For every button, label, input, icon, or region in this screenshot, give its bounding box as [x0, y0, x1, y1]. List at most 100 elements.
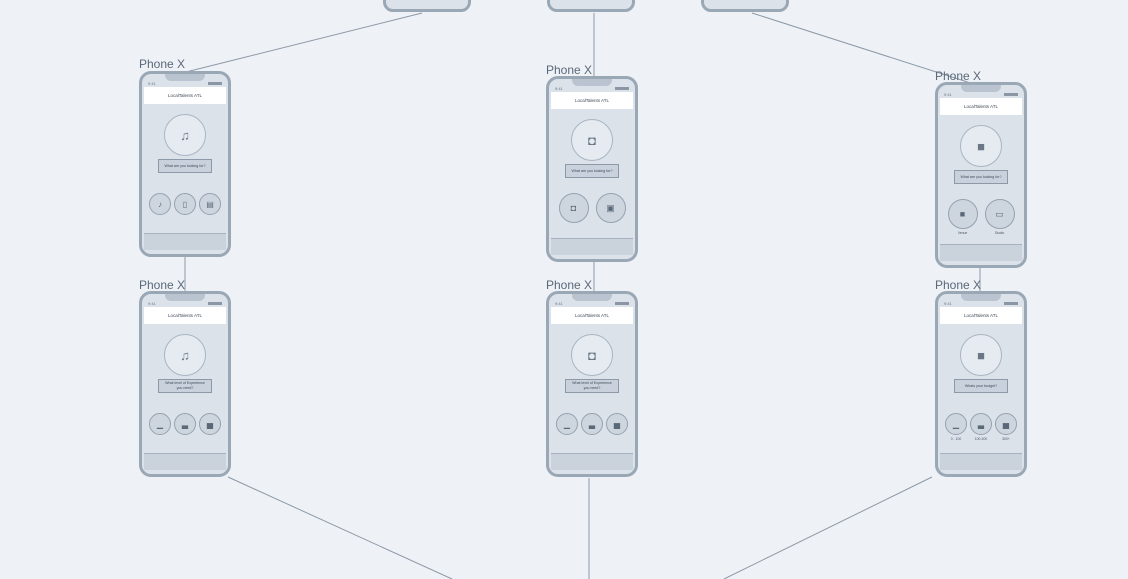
option-button[interactable]: ▃ 100-300	[970, 413, 992, 441]
option-label: 100-300	[974, 437, 988, 441]
battery-icon	[615, 301, 629, 305]
app-title: LocalTalents ATL	[168, 93, 202, 98]
option-group: ▁ ▃ ▅	[549, 413, 635, 435]
connector-line	[227, 476, 453, 579]
app-title: LocalTalents ATL	[964, 104, 998, 109]
level-mid-icon: ▃	[174, 413, 196, 435]
battery-icon	[208, 81, 222, 85]
option-button[interactable]: ▁	[149, 413, 171, 435]
phone-notch	[961, 294, 1001, 301]
camera-icon: ◘	[571, 119, 613, 161]
phone-notch	[572, 79, 612, 86]
status-bar: 9:41	[944, 300, 1018, 306]
screen-label: Phone X	[139, 57, 186, 71]
tab-bar	[144, 233, 226, 250]
option-group: ■ Venue ▭ Studio	[938, 199, 1024, 235]
option-group: ▁ 0 - 100 ▃ 100-300 ▅ 300+	[938, 413, 1024, 441]
app-title: LocalTalents ATL	[964, 313, 998, 318]
option-button[interactable]: ▯	[174, 193, 196, 215]
option-button[interactable]: ▁	[556, 413, 578, 435]
level-mid-icon: ▃	[581, 413, 603, 435]
phone-screen[interactable]: 9:41 LocalTalents ATL ♫ What are you loo…	[139, 71, 231, 257]
connector-line	[185, 12, 423, 73]
status-time: 9:41	[555, 300, 563, 306]
question-text: What are you looking for?	[960, 174, 1002, 179]
option-button[interactable]: ▁ 0 - 100	[945, 413, 967, 441]
status-bar: 9:41	[148, 80, 222, 86]
app-title-bar: LocalTalents ATL	[551, 92, 633, 109]
option-button[interactable]: ▣	[595, 193, 626, 223]
screen-label: Phone X	[546, 63, 593, 77]
option-group: ▁ ▃ ▅	[142, 413, 228, 435]
laptop-icon: ▭	[984, 199, 1015, 229]
music-note-icon: ♫	[164, 114, 206, 156]
status-bar: 9:41	[944, 91, 1018, 97]
phone-screen[interactable]: 9:41 LocalTalents ATL ♫ What level of Ex…	[139, 291, 231, 477]
app-title: LocalTalents ATL	[575, 313, 609, 318]
app-title-bar: LocalTalents ATL	[940, 307, 1022, 324]
keyboard-icon: ▤	[199, 193, 221, 215]
video-camera-icon: ▣	[595, 193, 626, 223]
question-text: What level of Experience you need?	[165, 381, 205, 390]
budget-low-icon: ▁	[945, 413, 967, 435]
app-title-bar: LocalTalents ATL	[144, 307, 226, 324]
battery-icon	[1004, 92, 1018, 96]
screen-label: Phone X	[935, 278, 982, 292]
option-button[interactable]: ▃	[581, 413, 603, 435]
desk-icon: ■	[947, 199, 978, 229]
phone-screen[interactable]: 9:41 LocalTalents ATL ◘ What are you loo…	[546, 76, 638, 262]
desk-computer-icon: ■	[960, 334, 1002, 376]
budget-high-icon: ▅	[995, 413, 1017, 435]
battery-icon	[208, 301, 222, 305]
app-title-bar: LocalTalents ATL	[551, 307, 633, 324]
option-group: ◘ ▣	[549, 193, 635, 223]
level-low-icon: ▁	[556, 413, 578, 435]
option-button[interactable]: ▅ 300+	[995, 413, 1017, 441]
question-text: What level of Experience you need?	[572, 381, 612, 390]
status-time: 9:41	[944, 300, 952, 306]
status-time: 9:41	[944, 91, 952, 97]
option-label: 300+	[1002, 437, 1010, 441]
phone-screen[interactable]: 9:41 LocalTalents ATL ■ Whats your budge…	[935, 291, 1027, 477]
tab-bar	[144, 453, 226, 470]
guitar-icon: ♪	[149, 193, 171, 215]
status-bar: 9:41	[555, 300, 629, 306]
option-label: Studio	[994, 231, 1005, 235]
phone-frame-top[interactable]	[383, 0, 471, 12]
screen-label: Phone X	[139, 278, 186, 292]
option-button[interactable]: ◘	[558, 193, 589, 223]
camera-icon: ◘	[558, 193, 589, 223]
option-button[interactable]: ▅	[199, 413, 221, 435]
status-bar: 9:41	[148, 300, 222, 306]
question-text: Whats your budget?	[964, 383, 998, 388]
battery-icon	[1004, 301, 1018, 305]
app-title: LocalTalents ATL	[168, 313, 202, 318]
music-note-icon: ♫	[164, 334, 206, 376]
option-button[interactable]: ■ Venue	[947, 199, 978, 235]
option-button[interactable]: ▤	[199, 193, 221, 215]
option-group: ♪ ▯ ▤	[142, 193, 228, 215]
level-high-icon: ▅	[199, 413, 221, 435]
question-box: What are you looking for?	[954, 170, 1008, 184]
question-box: Whats your budget?	[954, 379, 1008, 393]
status-time: 9:41	[148, 300, 156, 306]
budget-mid-icon: ▃	[970, 413, 992, 435]
phone-screen[interactable]: 9:41 LocalTalents ATL ◘ What level of Ex…	[546, 291, 638, 477]
status-time: 9:41	[148, 80, 156, 86]
option-button[interactable]: ♪	[149, 193, 171, 215]
question-text: What are you looking for?	[571, 168, 613, 173]
phone-notch	[165, 294, 205, 301]
phone-screen[interactable]: 9:41 LocalTalents ATL ■ What are you loo…	[935, 82, 1027, 268]
speaker-icon: ▯	[174, 193, 196, 215]
option-button[interactable]: ▅	[606, 413, 628, 435]
option-button[interactable]: ▃	[174, 413, 196, 435]
tab-bar	[551, 453, 633, 470]
phone-notch	[961, 85, 1001, 92]
tab-bar	[940, 244, 1022, 261]
phone-frame-top[interactable]	[547, 0, 635, 12]
screen-label: Phone X	[935, 69, 982, 83]
level-high-icon: ▅	[606, 413, 628, 435]
option-button[interactable]: ▭ Studio	[984, 199, 1015, 235]
phone-frame-top[interactable]	[701, 0, 789, 12]
